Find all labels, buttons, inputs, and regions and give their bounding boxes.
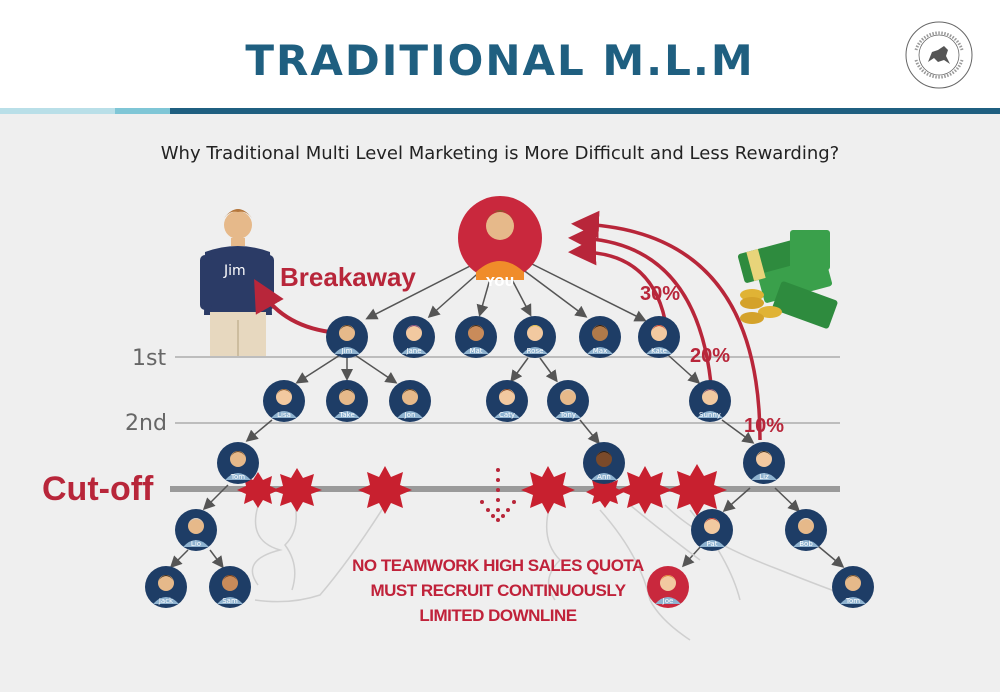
cutoff-label: Cut-off <box>42 470 154 508</box>
node-label: Jim <box>341 347 353 355</box>
level-label-2nd: 2nd <box>125 411 167 436</box>
node-bob: Bob <box>785 509 827 551</box>
header-divider <box>0 108 1000 114</box>
cutoff-bursts <box>237 464 727 516</box>
node-jim: Jim <box>326 316 368 358</box>
node-liz: Liz <box>743 442 785 484</box>
node-label: Sam <box>222 597 238 605</box>
breakaway-label: Breakaway <box>280 262 416 292</box>
node-label: Take <box>338 411 355 419</box>
node-take: Take <box>326 380 368 422</box>
node-label: Max <box>593 347 607 355</box>
node-tom2: Tom <box>832 566 874 608</box>
node-label: Rose <box>527 347 544 355</box>
node-jane: Jane <box>393 316 435 358</box>
node-mat: Mat <box>455 316 497 358</box>
node-lisa: Lisa <box>263 380 305 422</box>
percent-10: 10% <box>744 415 784 437</box>
node-label: Jack <box>158 597 174 605</box>
node-label: Lisa <box>277 411 291 419</box>
node-you: YOU <box>458 196 542 289</box>
commission-arrow-10 <box>571 210 762 441</box>
node-lio: Lio <box>175 509 217 551</box>
page-title: TRADITIONAL M.L.M <box>245 36 755 85</box>
commission-arrow-20 <box>568 224 714 396</box>
header-divider-accent-light <box>0 108 115 114</box>
warning-line-3: LIMITED DOWNLINE <box>419 606 576 625</box>
jim-label: Jim <box>223 263 246 279</box>
node-label: Tom <box>845 597 860 605</box>
down-dotted-arrow-icon <box>480 468 516 522</box>
breakaway-arrow <box>254 279 331 334</box>
warning-line-2: MUST RECRUIT CONTINUOUSLY <box>370 581 626 600</box>
node-jack: Jack <box>145 566 187 608</box>
you-label: YOU <box>485 275 514 289</box>
node-ann: Ann <box>583 442 625 484</box>
header: TRADITIONAL M.L.M <box>0 0 1000 114</box>
node-label: Joe <box>662 597 674 605</box>
node-label: Sunny <box>699 411 721 419</box>
warning-line-1: NO TEAMWORK HIGH SALES QUOTA <box>352 556 644 575</box>
node-label: Caty <box>499 411 515 419</box>
node-label: Ann <box>597 473 611 481</box>
header-divider-accent <box>115 108 170 114</box>
tree-connectors <box>169 259 845 569</box>
percent-20: 20% <box>690 345 730 367</box>
node-label: Jane <box>405 347 421 355</box>
node-label: Jon <box>404 411 416 419</box>
company-seal-logo <box>905 21 973 89</box>
node-sam: Sam <box>209 566 251 608</box>
node-rose: Rose <box>514 316 556 358</box>
node-label: Bob <box>799 540 813 548</box>
node-caty: Caty <box>486 380 528 422</box>
node-label: Lio <box>191 540 201 548</box>
node-kate: Kate <box>638 316 680 358</box>
node-label: Mat <box>469 347 482 355</box>
percent-30: 30% <box>640 283 680 305</box>
node-tom: Tom <box>217 442 259 484</box>
level-label-1st: 1st <box>132 346 166 371</box>
jim-figure: Jim <box>200 209 274 356</box>
commission-arrow-30 <box>568 237 667 321</box>
money-stack-icon <box>737 230 838 329</box>
node-label: Tom <box>230 473 245 481</box>
subtitle: Why Traditional Multi Level Marketing is… <box>160 143 840 164</box>
node-label: Pat <box>707 540 718 548</box>
node-jon: Jon <box>389 380 431 422</box>
node-sunny: Sunny <box>689 380 731 422</box>
node-label: Liz <box>759 473 769 481</box>
node-pat: Pat <box>691 509 733 551</box>
node-tony: Tony <box>547 380 589 422</box>
node-label: Tony <box>559 411 576 419</box>
node-max: Max <box>579 316 621 358</box>
node-joe: Joe <box>647 566 689 608</box>
node-label: Kate <box>651 347 667 355</box>
